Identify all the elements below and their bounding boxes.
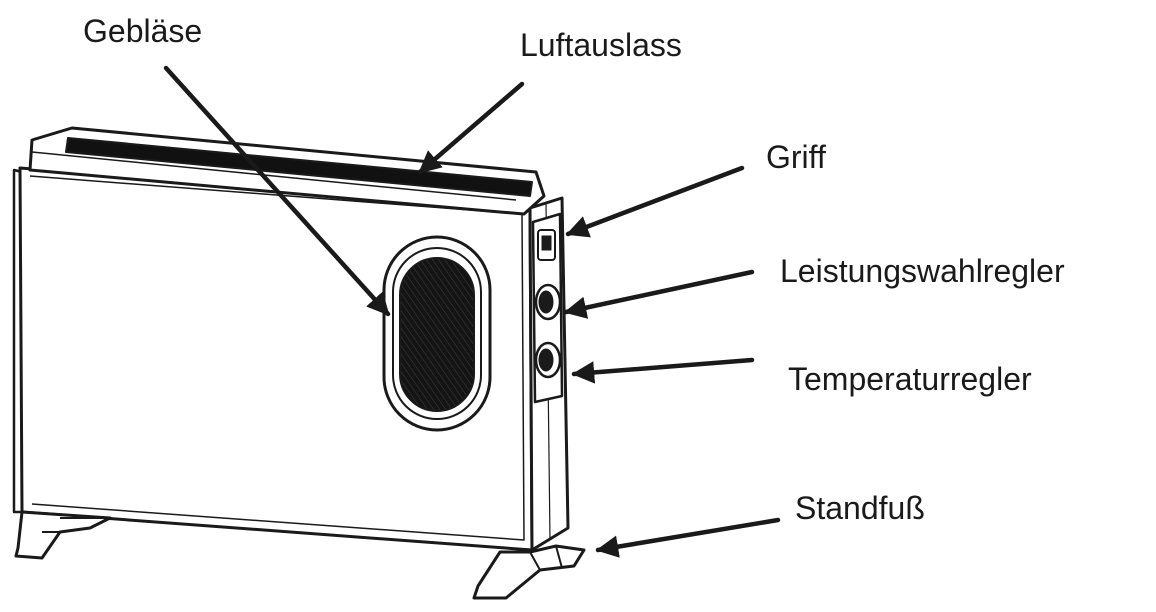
callout-arrows — [163, 65, 781, 558]
thermostat-arrow — [571, 357, 755, 384]
right-foot — [472, 544, 586, 600]
fan-arrow — [163, 65, 391, 317]
label-handle: Griff — [766, 139, 826, 175]
label-air-outlet: Luftauslass — [520, 27, 682, 63]
stand-foot-arrow — [595, 517, 781, 558]
label-power-selector: Leistungswahlregler — [780, 253, 1065, 289]
air-outlet-arrow — [417, 81, 525, 175]
left-foot — [14, 510, 112, 560]
power-selector-knob — [534, 283, 562, 321]
labels: Gebläse Luftauslass Griff Leistungswahlr… — [83, 13, 1065, 526]
air-outlet — [28, 126, 546, 216]
thermostat-knob — [534, 341, 562, 379]
label-thermostat: Temperaturregler — [788, 361, 1032, 397]
label-stand-foot: Standfuß — [795, 490, 925, 526]
heater-body — [12, 126, 586, 600]
handle — [537, 229, 556, 261]
fan-window — [382, 235, 492, 432]
fan-grille — [399, 257, 475, 412]
handle-arrow — [565, 165, 745, 238]
label-fan: Gebläse — [83, 13, 202, 49]
power-selector-arrow — [563, 269, 755, 319]
